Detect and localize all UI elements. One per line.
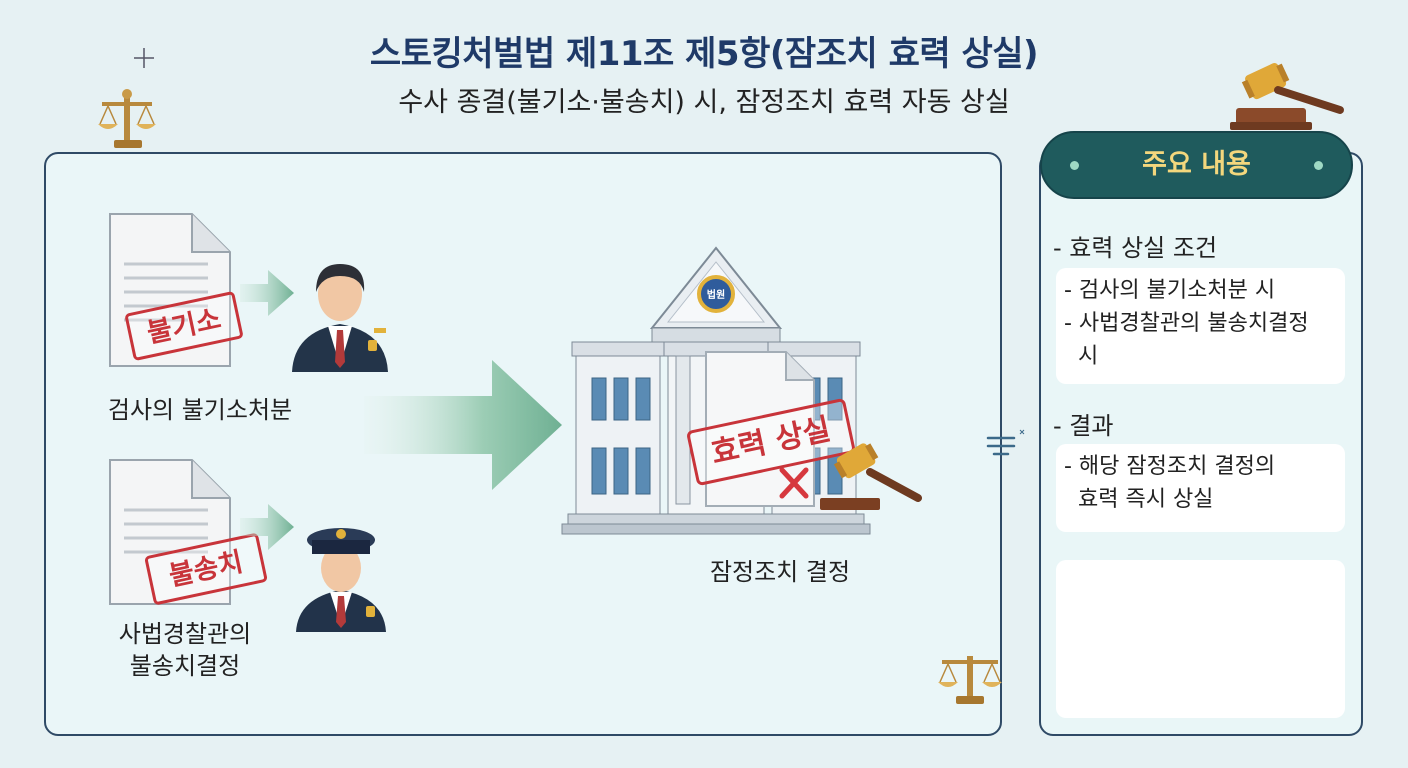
arrow-icon: [240, 504, 294, 550]
police-stamp-text: 불송치: [166, 546, 246, 593]
document-icon: [109, 213, 231, 367]
section-conditions-title: - 효력 상실 조건: [1053, 234, 1218, 262]
police-label-line2: 불송치결정: [129, 652, 241, 680]
court-building-icon: [561, 246, 871, 535]
list-item: - 사법경찰관의 불송치결정: [1064, 311, 1309, 336]
dot-icon: [1314, 161, 1323, 170]
connector-icon: [986, 429, 1025, 456]
court-emblem-text: 법원: [706, 290, 726, 301]
result-card: - 해당 잠정조치 결정의 효력 즉시 상실: [1056, 444, 1345, 532]
gavel-icon: [1230, 63, 1344, 130]
list-item: 효력 즉시 상실: [1078, 487, 1214, 512]
summary-title: 주요 내용: [1142, 149, 1251, 180]
arrow-icon: [240, 270, 294, 316]
dot-icon: [1070, 161, 1079, 170]
section-result-title: - 결과: [1053, 412, 1114, 440]
prosecutor-icon: [292, 264, 388, 372]
prosecutor-stamp-text: 불기소: [144, 303, 224, 350]
scales-icon: [98, 89, 156, 148]
empty-card: [1056, 560, 1345, 718]
page-title: 스토킹처벌법 제11조 제5항(잠조치 효력 상실): [369, 34, 1039, 74]
list-item: - 검사의 불기소처분 시: [1064, 278, 1276, 303]
list-item: - 해당 잠정조치 결정의: [1064, 454, 1276, 479]
police-label-line1: 사법경찰관의: [118, 620, 252, 648]
sparkle-icon: [134, 48, 154, 68]
page-subtitle: 수사 종결(불기소·불송치) 시, 잠정조치 효력 자동 상실: [398, 87, 1010, 118]
document-icon: [109, 459, 231, 605]
prosecutor-label: 검사의 불기소처분: [107, 396, 293, 424]
list-item: 시: [1078, 344, 1099, 369]
summary-title-banner: 주요 내용: [1040, 131, 1353, 199]
big-arrow-icon: [364, 360, 562, 490]
police-officer-icon: [296, 528, 386, 632]
conditions-card: - 검사의 불기소처분 시 - 사법경찰관의 불송치결정 시: [1056, 268, 1345, 384]
scales-icon: [938, 656, 1002, 704]
court-label: 잠정조치 결정: [709, 558, 851, 586]
police-label: 사법경찰관의 불송치결정: [60, 618, 310, 682]
gavel-icon: [820, 443, 922, 510]
